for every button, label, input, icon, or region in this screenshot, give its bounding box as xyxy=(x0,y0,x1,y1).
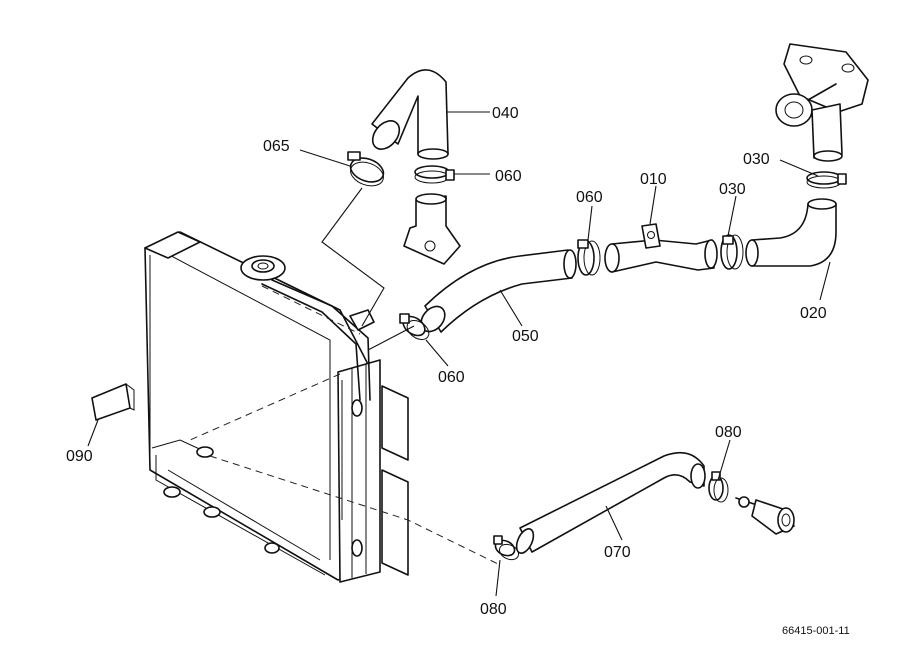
hose-clamp-065 xyxy=(347,151,385,187)
hose-020 xyxy=(745,198,837,267)
callout-065: 065 xyxy=(263,138,290,155)
radiator xyxy=(144,231,409,583)
assembly-lines xyxy=(189,187,499,565)
hose-clamp-030-left xyxy=(720,234,744,270)
callout-050: 050 xyxy=(512,328,539,345)
callout-090: 090 xyxy=(66,448,93,465)
callout-labels: 040 065 060 060 010 030 030 020 050 060 … xyxy=(66,105,827,618)
callout-010: 010 xyxy=(640,171,667,188)
callout-080-low: 080 xyxy=(480,601,507,618)
callout-060-low: 060 xyxy=(438,369,465,386)
drain-cock-plate xyxy=(91,383,135,421)
callout-030-left: 030 xyxy=(719,181,746,198)
hose-clamp-060-mid xyxy=(577,239,601,276)
callout-060-mid: 060 xyxy=(576,189,603,206)
callout-030-top: 030 xyxy=(743,151,770,168)
hose-040 xyxy=(371,69,449,160)
hose-050 xyxy=(420,249,577,333)
callout-060-top: 060 xyxy=(495,168,522,185)
figure-number: 66415-001-11 xyxy=(782,625,850,637)
water-pipe-010 xyxy=(604,223,718,273)
hose-070 xyxy=(515,451,706,554)
hose-clamp-080-low xyxy=(493,535,520,561)
drain-fitting xyxy=(735,496,795,535)
hose-clamp-060-top xyxy=(414,165,455,184)
thermostat-housing xyxy=(775,43,869,162)
callout-040: 040 xyxy=(492,105,519,122)
leader-lines xyxy=(87,111,831,597)
callout-080-right: 080 xyxy=(715,424,742,441)
callout-020: 020 xyxy=(800,305,827,322)
water-outlet-pipe xyxy=(403,193,461,265)
callout-070: 070 xyxy=(604,544,631,561)
hose-clamp-080-right xyxy=(708,471,729,503)
